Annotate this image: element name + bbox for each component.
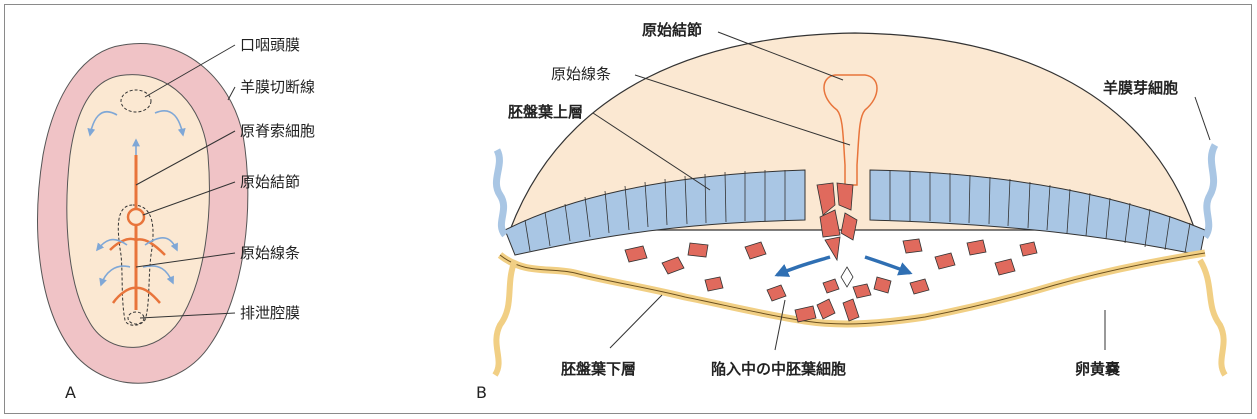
label-invaginating-mesoderm: 陥入中の中胚葉細胞 <box>711 360 846 378</box>
panel-letter-a: A <box>65 383 76 402</box>
amnioblast-chain-left <box>496 150 505 235</box>
central-spot <box>841 267 853 287</box>
leader-line <box>610 295 662 348</box>
label-amnioblasts: 羊膜芽細胞 <box>1103 79 1178 97</box>
figure-svg: 口咽頭膜 羊膜切断線 原脊索細胞 原始結節 原始線条 排泄腔膜 A <box>5 5 1253 415</box>
label-primitive-streak-b: 原始線条 <box>551 65 611 83</box>
migration-arrow-left <box>777 257 830 275</box>
panel-b: 原始結節 原始線条 胚盤葉上層 羊膜芽細胞 胚盤葉下層 陥入中の中胚葉細胞 卵黄… <box>476 21 1225 402</box>
yolk-sac-wall-right <box>1200 260 1225 375</box>
label-amnion-cut-line: 羊膜切断線 <box>240 78 315 96</box>
leader-line <box>1195 97 1210 140</box>
leader-line <box>228 87 235 100</box>
label-notochordal-cells: 原脊索細胞 <box>240 122 315 140</box>
panel-a: 口咽頭膜 羊膜切断線 原脊索細胞 原始結節 原始線条 排泄腔膜 A <box>38 36 315 402</box>
label-primitive-node-a: 原始結節 <box>240 173 300 191</box>
figure-frame: 口咽頭膜 羊膜切断線 原脊索細胞 原始結節 原始線条 排泄腔膜 A <box>4 4 1252 414</box>
label-primitive-streak-a: 原始線条 <box>240 244 300 262</box>
migration-arrow-right <box>865 257 910 273</box>
leader-line <box>775 300 785 350</box>
label-epiblast: 胚盤葉上層 <box>508 103 583 121</box>
panel-letter-b: B <box>476 383 487 402</box>
primitive-node-shape <box>128 209 144 225</box>
label-oropharyngeal-membrane: 口咽頭膜 <box>240 36 300 54</box>
label-yolk-sac: 卵黄嚢 <box>1075 360 1120 378</box>
label-hypoblast: 胚盤葉下層 <box>561 360 636 378</box>
amnioblast-chain-right <box>1205 145 1215 237</box>
yolk-sac-wall-left <box>495 260 515 375</box>
label-cloacal-membrane: 排泄腔膜 <box>240 304 300 322</box>
label-primitive-node-b: 原始結節 <box>642 21 702 39</box>
